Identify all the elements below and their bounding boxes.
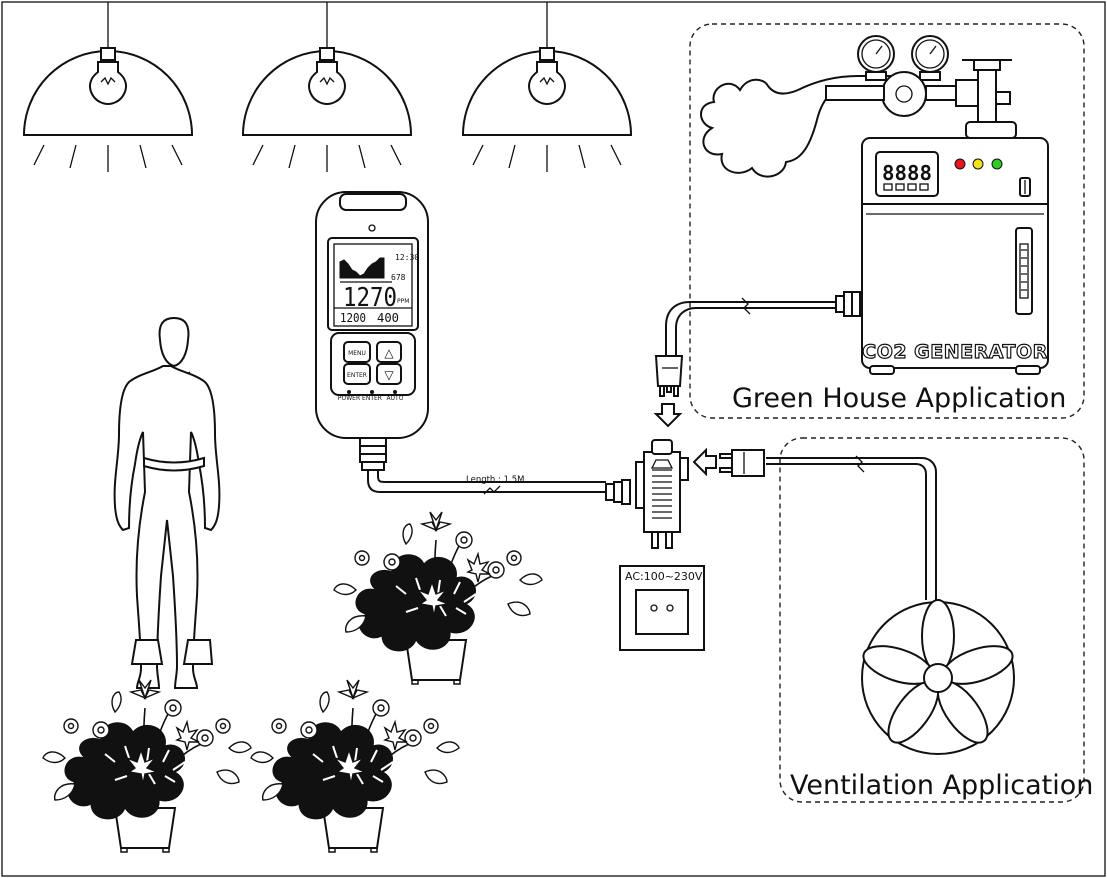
- meter-menu-button[interactable]: [343, 341, 371, 363]
- ac-wall-socket: AC:100~230V: [619, 565, 705, 651]
- meter-down-button[interactable]: [376, 363, 402, 385]
- meter-clock: 12:30: [395, 253, 419, 262]
- potted-plant-bottom-right: [250, 679, 460, 853]
- meter-lcd: [327, 237, 419, 331]
- meter-keypad: [330, 332, 416, 396]
- generator-power-plug: [654, 355, 684, 397]
- grow-lamp-1: [22, 2, 194, 172]
- meter-enter-label: ENTER: [347, 372, 367, 379]
- ac-voltage-label: AC:100~230V: [625, 570, 703, 583]
- grow-lamp-2: [241, 2, 413, 172]
- generator-flowmeter: [1015, 227, 1033, 315]
- meter-setpoint-left: 1200: [340, 311, 366, 325]
- greenhouse-application-panel: Green House Application: [653, 23, 1085, 428]
- potted-plant-bottom-left: [42, 679, 252, 853]
- generator-label: CO2 GENERATOR: [862, 341, 1048, 363]
- generator-display-digits: 8888: [882, 161, 932, 185]
- meter-aux-value: 678: [391, 273, 406, 282]
- plug-left-arrow-icon: [692, 447, 717, 477]
- ventilation-application-panel: Ventilation Application: [692, 437, 1093, 803]
- meter-setpoint-right: 400: [377, 311, 399, 325]
- cable-length-label: Length : 1.5M: [466, 475, 524, 485]
- meter-down-arrow-icon: ▽: [384, 368, 394, 382]
- meter-indicator-auto: AUTO: [387, 395, 404, 402]
- meter-up-button[interactable]: [376, 341, 402, 363]
- human-figure: [113, 316, 221, 689]
- meter-indicator-power: POWER: [338, 395, 360, 402]
- meter-trend-graph: [339, 257, 392, 283]
- grow-lamp-3: [461, 2, 633, 172]
- meter-main-unit: PPM: [397, 298, 409, 305]
- ventilation-fan: [861, 599, 1015, 755]
- fan-power-plug: [719, 449, 765, 477]
- generator-led-yellow: [972, 158, 984, 170]
- co2-generator: 8888 CO2 GENERATOR: [835, 137, 1049, 375]
- meter-sensor-icon: [368, 224, 376, 232]
- generator-led-red: [954, 158, 966, 170]
- greenhouse-title: Green House Application: [732, 383, 1066, 414]
- potted-plant-top: [333, 511, 543, 685]
- generator-power-switch-icon: [1019, 177, 1031, 197]
- meter-indicator-enter: ENTER: [362, 395, 382, 402]
- meter-enter-button[interactable]: [343, 363, 371, 385]
- power-controller-adapter: [635, 439, 689, 549]
- co2-gas-cloud: [700, 75, 899, 178]
- generator-led-green: [991, 158, 1003, 170]
- meter-menu-label: MENU: [348, 350, 366, 357]
- co2-meter: 12:30 678 1270 PPM 1200 400 MENU ENTER △…: [315, 191, 429, 471]
- meter-indicator-leds: POWER ENTER AUTO: [338, 390, 404, 402]
- gas-regulator: [825, 35, 1017, 139]
- plug-down-arrow-icon: [653, 403, 683, 428]
- meter-cable: Length : 1.5M: [367, 470, 631, 505]
- ventilation-title: Ventilation Application: [790, 770, 1093, 801]
- meter-strain-relief: [359, 437, 387, 471]
- meter-up-arrow-icon: △: [384, 346, 394, 360]
